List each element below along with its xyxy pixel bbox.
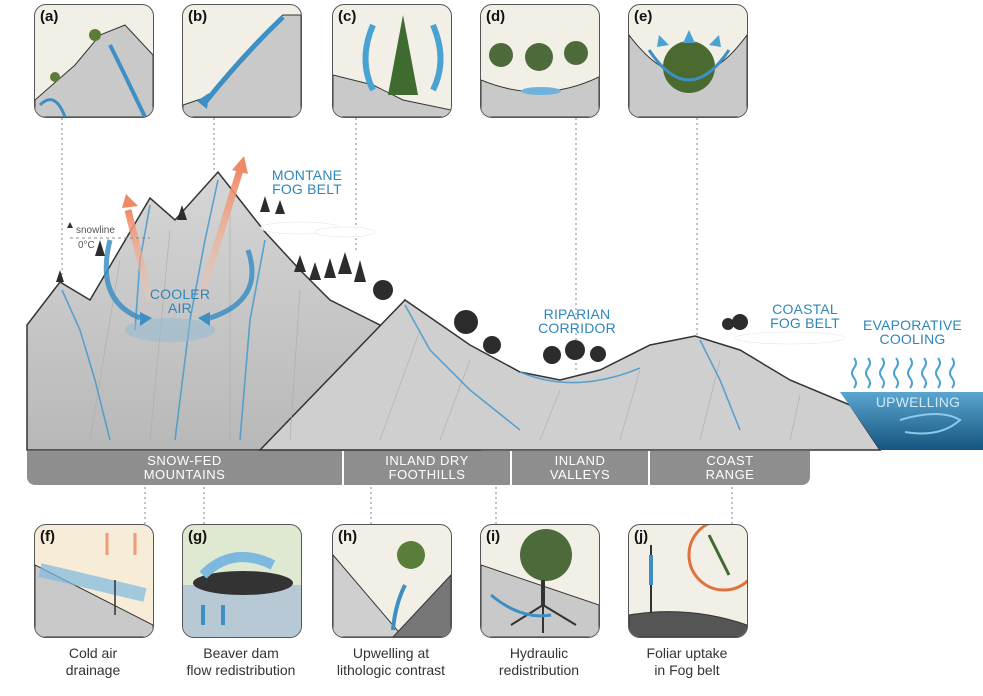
- panel-label: (i): [486, 528, 501, 545]
- montane-fog-belt-label: MONTANE FOG BELT: [271, 167, 343, 197]
- panel-j: (j): [628, 524, 748, 638]
- upwelling-label: UPWELLING: [875, 394, 961, 410]
- panel-label: (j): [634, 528, 649, 545]
- snowline-label: snowline: [76, 225, 115, 236]
- caption-i: Hydraulic redistribution: [498, 645, 580, 678]
- panel-b: (b): [182, 4, 302, 118]
- region-divider: [510, 451, 512, 485]
- region-band: [27, 451, 810, 485]
- warm-air-arrows: [122, 156, 248, 302]
- caption-h: Upwelling at lithologic contrast: [336, 645, 446, 678]
- region-snow-fed-mountains: SNOW-FED MOUNTAINS: [143, 453, 226, 482]
- panel-a: (a): [34, 4, 154, 118]
- caption-j: Foliar uptake in Fog belt: [646, 645, 728, 678]
- panel-label: (f): [40, 528, 55, 545]
- panel-label: (a): [40, 8, 59, 25]
- coastal-fog-belt-label: COASTAL FOG BELT: [770, 301, 840, 331]
- panel-label: (d): [486, 8, 506, 25]
- ocean: [840, 392, 983, 450]
- panel-c: (c): [332, 4, 452, 118]
- panel-h: (h): [332, 524, 452, 638]
- caption-g: Beaver dam flow redistribution: [186, 645, 296, 678]
- panel-d: (d): [480, 4, 600, 118]
- region-coast-range: COAST RANGE: [705, 453, 755, 482]
- riparian-corridor-label: RIPARIAN CORRIDOR: [538, 306, 616, 336]
- panel-label: (c): [338, 8, 357, 25]
- evaporative-cooling-arrows: [851, 357, 955, 389]
- zero-c-label: 0°C: [78, 240, 95, 251]
- cooler-air-arrows: [103, 239, 255, 321]
- region-inland-dry-foothills: INLAND DRY FOOTHILLS: [385, 453, 469, 482]
- panel-label: (h): [338, 528, 358, 545]
- evaporative-cooling-label: EVAPORATIVE COOLING: [863, 317, 962, 347]
- panel-i: (i): [480, 524, 600, 638]
- region-divider: [648, 451, 650, 485]
- region-inland-valleys: INLAND VALLEYS: [549, 453, 611, 482]
- panel-e: (e): [628, 4, 748, 118]
- cooler-air-label: COOLER AIR: [149, 286, 211, 316]
- panel-label: (b): [188, 8, 208, 25]
- panel-g: (g): [182, 524, 302, 638]
- panel-f: (f): [34, 524, 154, 638]
- region-divider: [342, 451, 344, 485]
- panel-label: (g): [188, 528, 208, 545]
- panel-label: (e): [634, 8, 653, 25]
- trees: [56, 196, 748, 364]
- caption-f: Cold air drainage: [65, 645, 121, 678]
